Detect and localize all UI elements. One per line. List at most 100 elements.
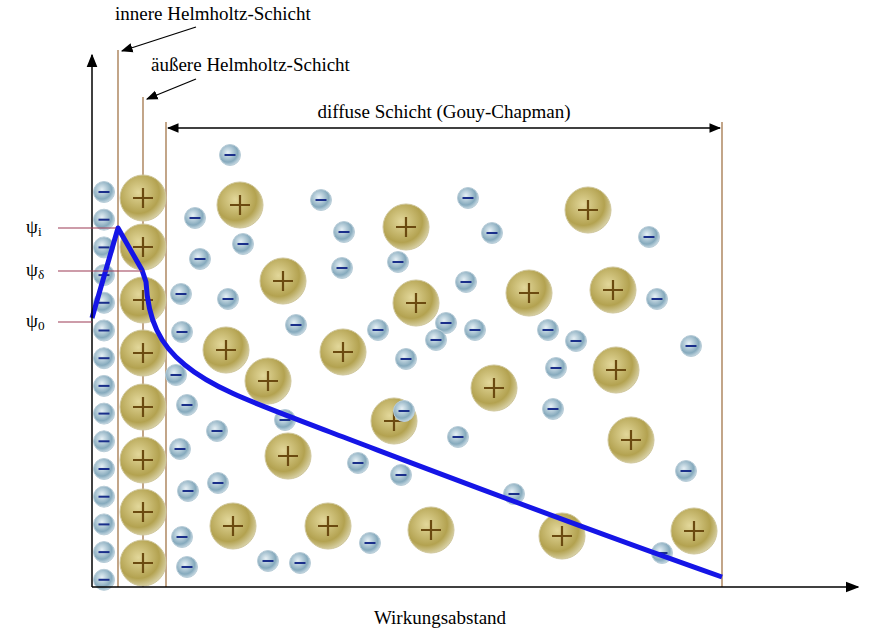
minus-sign bbox=[431, 339, 442, 341]
minus-sign bbox=[543, 329, 554, 331]
minus-sign bbox=[182, 404, 193, 406]
cation bbox=[471, 365, 517, 411]
anion bbox=[676, 461, 697, 482]
minus-sign bbox=[401, 358, 412, 360]
anion-sphere bbox=[396, 349, 417, 370]
anion-sphere bbox=[220, 145, 241, 166]
minus-sign bbox=[99, 440, 110, 442]
anion bbox=[290, 553, 311, 574]
anion-sphere bbox=[258, 551, 279, 572]
cation-sphere bbox=[408, 507, 454, 553]
minus-sign bbox=[182, 566, 193, 568]
anion-sphere bbox=[94, 542, 115, 563]
anion bbox=[94, 403, 115, 424]
anion-sphere bbox=[394, 401, 415, 422]
anion-sphere bbox=[566, 331, 587, 352]
anion bbox=[94, 459, 115, 480]
anion bbox=[218, 289, 239, 310]
cation-sphere bbox=[210, 503, 256, 549]
anion-sphere bbox=[178, 481, 199, 502]
cation-sphere bbox=[265, 433, 311, 479]
minus-sign bbox=[441, 322, 452, 324]
anion-sphere bbox=[170, 439, 191, 460]
anion-sphere bbox=[647, 289, 668, 310]
cation-sphere bbox=[471, 365, 517, 411]
anion-sphere bbox=[94, 431, 115, 452]
plus-sign bbox=[133, 397, 153, 417]
anion-sphere bbox=[290, 553, 311, 574]
cation bbox=[265, 433, 311, 479]
anion-sphere bbox=[218, 289, 239, 310]
plus-sign bbox=[133, 343, 153, 363]
layer-label: diffuse Schicht (Gouy-Chapman) bbox=[318, 101, 571, 122]
anion-sphere bbox=[334, 222, 355, 243]
cation bbox=[565, 187, 611, 233]
layer-label: äußere Helmholtz-Schicht bbox=[151, 54, 350, 75]
anion-sphere bbox=[208, 473, 229, 494]
anion-sphere bbox=[388, 252, 409, 273]
anion-sphere bbox=[185, 208, 206, 229]
minus-sign bbox=[177, 331, 188, 333]
cation-sphere bbox=[671, 508, 717, 554]
anion bbox=[94, 375, 115, 396]
cation bbox=[120, 489, 166, 535]
anion bbox=[426, 330, 447, 351]
cation-sphere bbox=[565, 187, 611, 233]
plus-sign bbox=[223, 516, 243, 536]
cation bbox=[120, 384, 166, 430]
anion bbox=[166, 365, 187, 386]
minus-sign bbox=[652, 298, 663, 300]
cation bbox=[320, 329, 366, 375]
anion bbox=[207, 421, 228, 442]
cation bbox=[305, 503, 351, 549]
anion bbox=[94, 514, 115, 535]
anion bbox=[334, 222, 355, 243]
cation-sphere bbox=[320, 329, 366, 375]
anion bbox=[311, 190, 332, 211]
cation bbox=[203, 327, 249, 373]
anion-sphere bbox=[233, 234, 254, 255]
minus-sign bbox=[175, 448, 186, 450]
potential-label: ψ0 bbox=[26, 310, 45, 331]
anion-sphere bbox=[94, 320, 115, 341]
minus-sign bbox=[316, 199, 327, 201]
minus-sign bbox=[548, 408, 559, 410]
minus-sign bbox=[373, 329, 384, 331]
minus-sign bbox=[396, 474, 407, 476]
layer-label: innere Helmholtz-Schicht bbox=[115, 3, 311, 24]
anion-sphere bbox=[177, 557, 198, 578]
anion bbox=[538, 320, 559, 341]
anion-sphere bbox=[286, 315, 307, 336]
anion-sphere bbox=[172, 322, 193, 343]
cation-sphere bbox=[590, 267, 636, 313]
anion-sphere bbox=[681, 336, 702, 357]
minus-sign bbox=[463, 197, 474, 199]
minus-sign bbox=[171, 374, 182, 376]
anion-sphere bbox=[94, 459, 115, 480]
anion bbox=[639, 227, 660, 248]
anion-sphere bbox=[172, 527, 193, 548]
anion-sphere bbox=[94, 209, 115, 230]
plus-sign bbox=[552, 526, 572, 546]
anion bbox=[348, 453, 369, 474]
anion-sphere bbox=[166, 365, 187, 386]
cation bbox=[120, 277, 166, 323]
axis-label: Wirkungsabstand bbox=[374, 607, 506, 628]
anion-sphere bbox=[368, 320, 389, 341]
anion-sphere bbox=[458, 188, 479, 209]
minus-sign bbox=[686, 345, 697, 347]
minus-sign bbox=[263, 560, 274, 562]
minus-sign bbox=[212, 430, 223, 432]
plus-sign bbox=[133, 237, 153, 257]
anion-sphere bbox=[482, 223, 503, 244]
anion bbox=[172, 322, 193, 343]
plus-sign bbox=[621, 430, 641, 450]
cation bbox=[371, 398, 417, 444]
anion bbox=[233, 234, 254, 255]
cation-sphere bbox=[383, 204, 429, 250]
minus-sign bbox=[487, 232, 498, 234]
anion-sphere bbox=[426, 330, 447, 351]
cation bbox=[408, 507, 454, 553]
anion-sphere bbox=[546, 358, 567, 379]
